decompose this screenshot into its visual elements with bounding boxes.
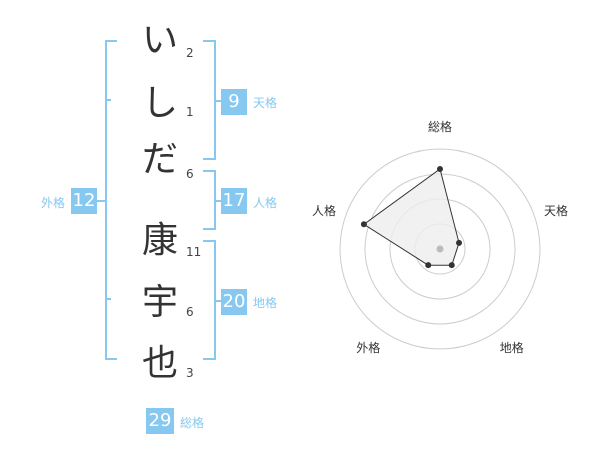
radar-point-5	[360, 221, 367, 228]
soukaku-label: 総格	[180, 416, 205, 430]
chikaku-value: 20	[221, 289, 247, 315]
radar-center-dot	[436, 245, 444, 253]
name-char-6: 也	[141, 343, 178, 384]
jinkaku-value: 17	[221, 188, 247, 214]
stroke-count-3: 6	[186, 167, 194, 181]
tenkaku-value: 9	[221, 89, 247, 115]
stroke-count-4: 11	[186, 245, 202, 259]
gaikaku-value: 12	[71, 188, 97, 214]
name-char-5: 宇	[141, 282, 178, 323]
name-char-4: 康	[141, 220, 178, 261]
radar-axis-label-5: 人格	[311, 204, 336, 219]
stroke-count-2: 1	[186, 105, 194, 119]
radar-point-4	[425, 262, 432, 269]
radar-chart: 総格天格地格 外格 人格	[300, 0, 600, 470]
radar-ring	[339, 148, 541, 350]
soukaku-value: 29	[146, 408, 174, 434]
chikaku-label: 地格	[253, 296, 278, 310]
name-char-2: し	[141, 83, 178, 124]
radar-axis-label-4: 外格	[356, 340, 381, 355]
radar-series-area	[363, 168, 460, 266]
tenkaku-label: 天格	[253, 96, 278, 110]
radar-axis-label-3: 地格	[499, 340, 524, 355]
radar-axis-label-2: 天格	[544, 204, 569, 219]
stroke-count-1: 2	[186, 46, 194, 60]
stroke-count-5: 6	[186, 305, 194, 319]
radar-axis-label-1: 総格	[428, 120, 453, 134]
gaikaku-label: 外格	[41, 196, 66, 210]
radar-chart-svg	[339, 148, 541, 350]
radar-point-1	[437, 166, 443, 172]
name-char-3: だ	[141, 139, 178, 180]
radar-point-3	[448, 262, 455, 269]
radar-point-2	[456, 239, 463, 246]
stroke-count-6: 3	[186, 366, 194, 380]
name-char-1: い	[141, 20, 178, 61]
jinkaku-label: 人格	[253, 196, 278, 210]
name-stroke-panel: い し だ 康 宇 也 2 1 6 11 6 3 9 天格 17 人格	[41, 20, 278, 434]
